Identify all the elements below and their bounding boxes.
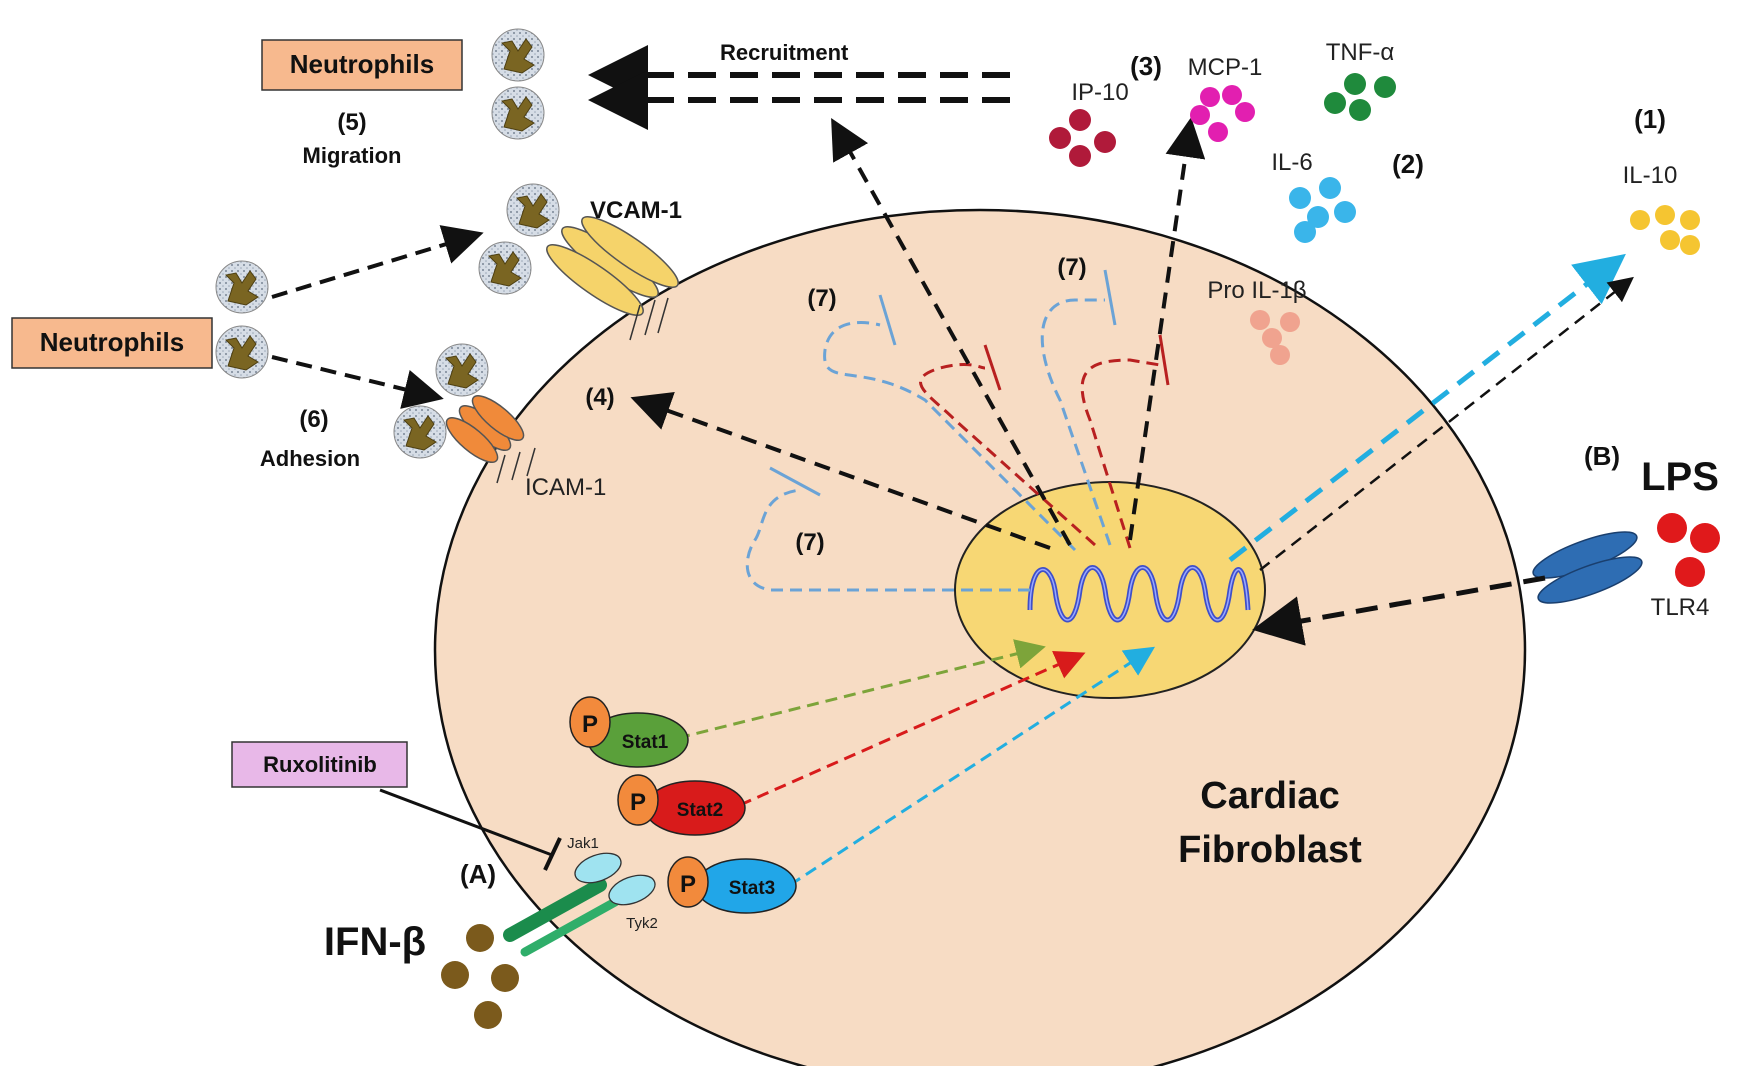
cell-label-line2: Fibroblast xyxy=(1178,829,1362,871)
neutrophil-left-1 xyxy=(215,260,269,314)
ruxolitinib-box xyxy=(231,741,408,788)
neutrophil-icam-1 xyxy=(435,343,489,397)
ifnb-particles xyxy=(441,924,519,1029)
lps-particles xyxy=(1657,513,1720,587)
step2-label: (2) xyxy=(1392,149,1424,179)
neutrophil-top-1 xyxy=(491,28,545,82)
vcam-1-receptor xyxy=(546,216,679,341)
neutrophils-box-left xyxy=(11,317,213,369)
il6-particles xyxy=(1289,177,1356,243)
ruxolitinib-label: Ruxolitinib xyxy=(263,752,377,777)
tnfa-label: TNF-α xyxy=(1326,39,1395,66)
stepB-label: (B) xyxy=(1584,441,1620,471)
neutrophils-left-label: Neutrophils xyxy=(40,327,184,357)
tyk2-label: Tyk2 xyxy=(626,915,658,932)
il6-label: IL-6 xyxy=(1271,149,1312,176)
stat2-label: Stat2 xyxy=(677,800,723,821)
tnfa-particles xyxy=(1324,73,1396,121)
ip10-label: IP-10 xyxy=(1071,79,1128,106)
step7-label-c: (7) xyxy=(795,529,824,556)
stat3-complex: P Stat3 xyxy=(667,856,797,914)
migration-label: Migration xyxy=(303,143,402,168)
adhesion-label: Adhesion xyxy=(260,446,360,471)
stat1-label: Stat1 xyxy=(622,732,669,753)
pro-il1b-particles xyxy=(1250,310,1300,365)
step6-label: (6) xyxy=(299,406,328,433)
step3-label: (3) xyxy=(1130,51,1162,81)
neutrophil-top-2 xyxy=(491,86,545,140)
cell-label-line1: Cardiac xyxy=(1200,775,1339,817)
stat1-p-label: P xyxy=(582,711,598,738)
neutrophils-box-top xyxy=(261,39,463,91)
il10-label: IL-10 xyxy=(1623,162,1678,189)
step4-label: (4) xyxy=(585,384,614,411)
recruitment-label: Recruitment xyxy=(720,40,849,65)
tlr4-receptor xyxy=(1532,531,1643,604)
ip10-particles xyxy=(1049,109,1116,167)
step1-label: (1) xyxy=(1634,104,1666,134)
stat3-label: Stat3 xyxy=(729,878,775,899)
icam-1-label: ICAM-1 xyxy=(525,474,606,501)
neutrophils-top-label: Neutrophils xyxy=(290,49,434,79)
step5-label: (5) xyxy=(337,109,366,136)
neutrophil-left-2 xyxy=(215,325,269,379)
step7-label-b: (7) xyxy=(1057,254,1086,281)
ifnb-label: IFN-β xyxy=(324,920,426,964)
feedback-loops xyxy=(745,298,1161,592)
vcam-1-label: VCAM-1 xyxy=(590,197,682,224)
tlr4-label: TLR4 xyxy=(1651,594,1710,621)
jak1-label: Jak1 xyxy=(567,835,599,852)
stat1-complex: P Stat1 xyxy=(569,696,689,768)
stat3-p-label: P xyxy=(680,871,696,898)
mcp1-particles xyxy=(1190,85,1255,142)
neutrophil-icam-2 xyxy=(393,405,447,459)
step7-label-a: (7) xyxy=(807,285,836,312)
il10-particles xyxy=(1630,205,1700,255)
stat2-p-label: P xyxy=(630,789,646,816)
pro-il1b-label: Pro IL-1β xyxy=(1207,277,1306,304)
neutrophil-vcam-2 xyxy=(478,241,532,295)
icam-1-receptor xyxy=(445,395,536,484)
lps-label: LPS xyxy=(1641,455,1719,499)
stepA-label: (A) xyxy=(460,859,496,889)
ifn-receptor xyxy=(503,852,656,957)
mcp1-label: MCP-1 xyxy=(1188,54,1263,81)
stat2-complex: P Stat2 xyxy=(617,774,746,836)
neutrophil-vcam-1 xyxy=(506,183,560,237)
inhibition-bars xyxy=(769,269,1170,497)
